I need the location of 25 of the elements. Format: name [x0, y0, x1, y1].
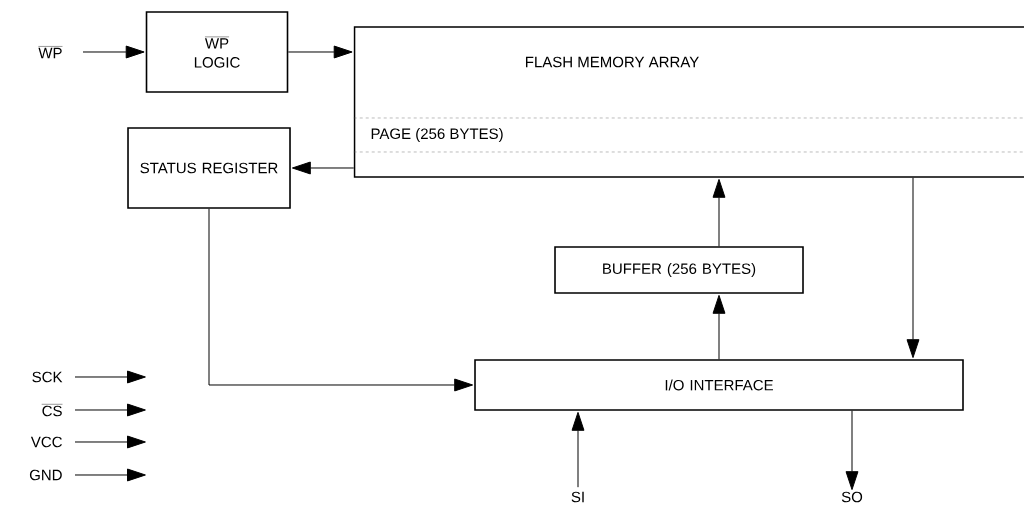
arrow [74, 370, 146, 384]
pin-label: SI [571, 491, 584, 503]
pin-label: GND [29, 469, 62, 481]
arrow [82, 45, 145, 59]
arrow [74, 468, 146, 482]
pin-label: SCK [32, 371, 63, 383]
buffer-box: BUFFER (256 BYTES) [554, 246, 804, 294]
arrow [845, 410, 859, 491]
signal-label: WP [38, 46, 63, 59]
interface-box: I/O INTERFACE [474, 359, 964, 411]
arrow [571, 411, 585, 488]
arrow [208, 208, 474, 392]
pin-label: VCC [30, 436, 62, 448]
arrow [74, 435, 146, 449]
pin-label: CS [41, 404, 63, 417]
arrow [74, 403, 146, 417]
arrow [287, 45, 353, 59]
register-box: STATUS REGISTER [127, 127, 291, 209]
arrow [291, 161, 355, 175]
arrow [712, 294, 726, 360]
logic-box: WP LOGIC [145, 11, 289, 93]
pin-label: SO [841, 491, 863, 503]
page-band: PAGE (256 BYTES) [353, 117, 1024, 153]
arrow [712, 178, 726, 247]
arrow [906, 177, 920, 359]
